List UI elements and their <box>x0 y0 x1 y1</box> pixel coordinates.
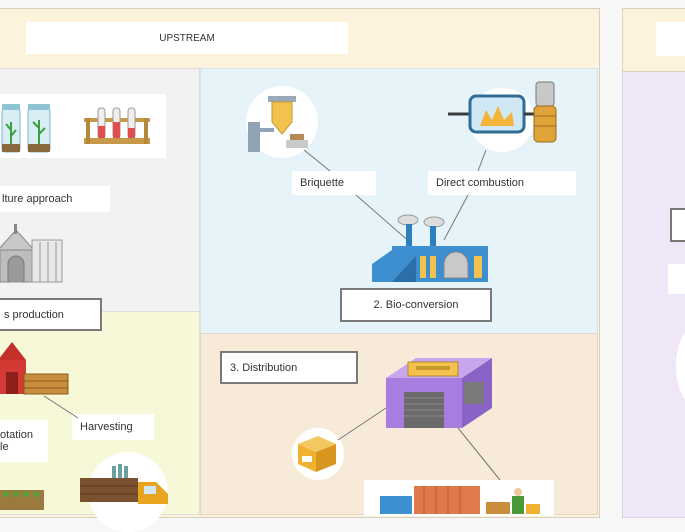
bio-conversion-box: 2. Bio-conversion <box>340 288 492 322</box>
distribution-label: 3. Distribution <box>230 361 298 374</box>
barn-icon <box>0 342 69 395</box>
harvesting-label: Harvesting <box>72 414 154 440</box>
rotation-label-line1: otation <box>0 429 34 441</box>
culture-approach-label: lture approach <box>0 186 110 212</box>
crop-tray-icon <box>0 490 44 510</box>
right-circle <box>676 326 685 406</box>
greenhouse-icon <box>0 224 63 283</box>
direct-combustion-label: Direct combustion <box>428 171 576 195</box>
distribution-connectors <box>337 407 501 481</box>
conversion-connectors <box>303 149 487 245</box>
combustion-furnace-icon <box>448 81 557 143</box>
briquette-label: Briquette <box>292 171 376 195</box>
bio-conversion-label: 2. Bio-conversion <box>373 299 459 311</box>
rotation-cycle-label: otation le <box>0 420 48 462</box>
connector-barn-harvest <box>43 395 79 419</box>
upstream-title-box: UPSTREAM <box>26 22 348 54</box>
rotation-label-line2: le <box>0 441 9 453</box>
right-box-1 <box>670 208 685 242</box>
package-box-icon <box>298 436 336 472</box>
right-box-2 <box>668 264 685 294</box>
test-tube-rack-icon <box>84 107 150 144</box>
distribution-box: 3. Distribution <box>220 351 358 384</box>
bio-conversion-factory-icon <box>372 214 488 282</box>
warehouse-icon <box>386 358 492 428</box>
mass-production-label: s production <box>4 308 64 321</box>
truck-icon <box>80 464 168 504</box>
right-panel <box>622 8 685 518</box>
test-tube-jars-icon <box>1 104 51 153</box>
briquette-machine-icon <box>248 96 308 152</box>
upstream-title: UPSTREAM <box>159 32 215 44</box>
mass-production-box: s production <box>0 298 102 331</box>
right-title-box <box>656 22 685 56</box>
